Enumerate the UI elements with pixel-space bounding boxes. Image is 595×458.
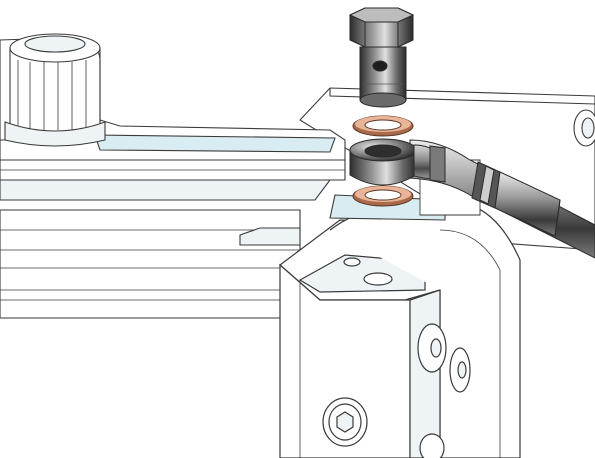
lower-copper-washer (352, 185, 414, 207)
bolt-cross-hole (372, 60, 388, 72)
socket-screw (322, 397, 368, 447)
fluid-reservoir-cap (0, 33, 106, 147)
banjo-bolt (348, 7, 415, 108)
mounting-bracket (279, 204, 521, 458)
side-bolt-upper (417, 323, 471, 393)
upper-copper-washer (352, 115, 414, 137)
brake-hose (409, 139, 595, 259)
master-cylinder-body (0, 119, 346, 319)
mounting-hole (363, 272, 393, 286)
side-bolt-lower (419, 433, 445, 458)
banjo-fitting (349, 138, 446, 186)
